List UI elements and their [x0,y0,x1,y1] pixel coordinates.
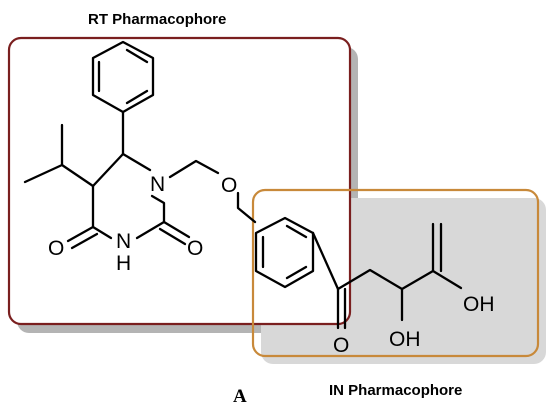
phenyl-ring-top-double-bonds [97,48,149,105]
phenyl-ring-middle-double-bonds [261,224,308,280]
ring-c6-n1 [121,152,152,172]
ring-n1-c2 [150,194,166,224]
atom-nh-h: H [116,252,131,275]
c4-carbonyl [66,225,99,250]
atom-o-ketone: O [333,334,349,357]
isopropyl-group [23,123,95,188]
atom-n1: N [150,173,165,196]
rt-pharmacophore-title: RT Pharmacophore [88,11,226,28]
molecule-bonds [23,40,463,330]
atom-o-left: O [48,237,64,260]
atom-oh-bottom: OH [389,328,421,351]
atom-o-ether: O [221,174,237,197]
atom-nh-n: N [116,230,131,253]
rt-pharmacophore-box [7,36,352,326]
atom-oh-side: OH [463,293,495,316]
n-ch2-o-ch2-linker [168,159,257,224]
in-pharmacophore-title: IN Pharmacophore [329,382,462,399]
carbon-chain [336,268,404,322]
c2-carbonyl [158,220,191,246]
panel-label: A [233,386,247,407]
enol-oh-bond [431,269,463,290]
in-pharmacophore-box [251,188,540,358]
ring-c2-n3 [135,220,166,240]
ring-n3-c4 [91,225,113,240]
ring-c5-c6 [91,152,125,188]
atom-o-right: O [187,237,203,260]
